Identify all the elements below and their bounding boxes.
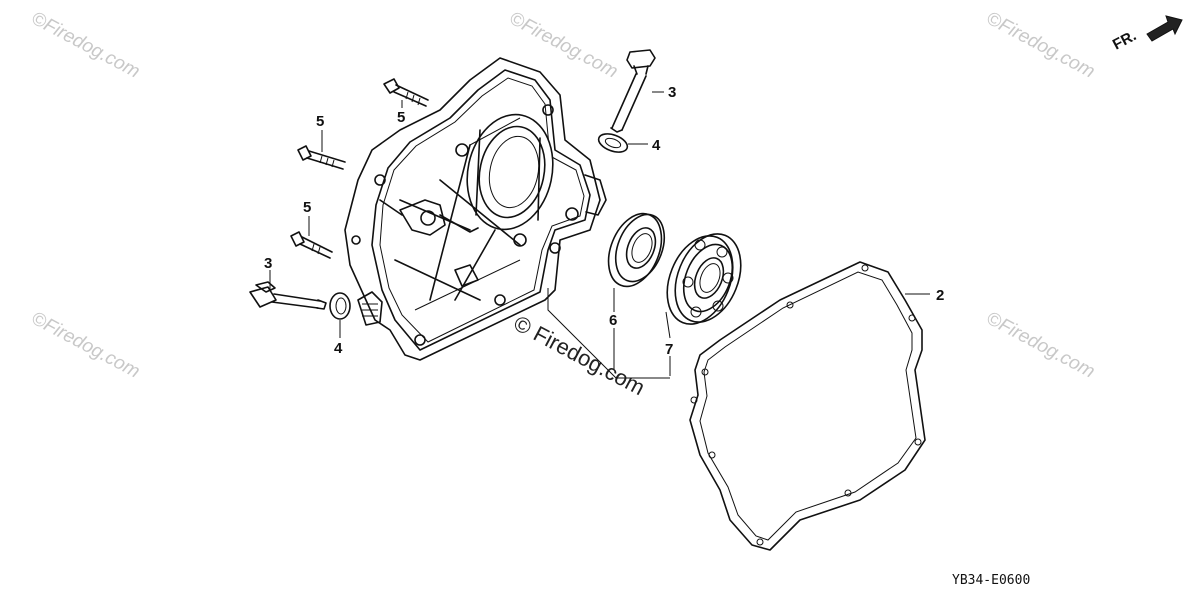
flange-bolt	[297, 145, 346, 170]
oil-level-plug	[610, 49, 656, 133]
callout-5: 5	[397, 109, 405, 126]
callout-3: 3	[264, 255, 272, 272]
callout-4: 4	[652, 137, 661, 154]
callout-5: 5	[316, 113, 324, 130]
center-watermark: © Firedog.com	[510, 310, 649, 400]
flange-bolt	[290, 231, 333, 259]
crankcase-cover	[344, 57, 607, 361]
diagram-code: YB34-E0600	[952, 573, 1030, 588]
direction-arrow-icon	[1146, 15, 1183, 42]
callout-7: 7	[665, 341, 673, 358]
watermark: ©Firedog.com	[28, 8, 143, 83]
leader-lines	[269, 91, 930, 379]
sealing-washer	[597, 133, 629, 153]
oil-seal	[607, 212, 666, 288]
direction-label: FR.	[1110, 27, 1139, 53]
callout-6: 6	[609, 312, 617, 329]
front-direction-indicator: FR.	[1110, 15, 1183, 54]
callout-2: 2	[936, 287, 944, 304]
flange-bolt	[383, 78, 429, 107]
case-cover-gasket	[689, 261, 926, 551]
watermark: ©Firedog.com	[28, 308, 143, 383]
watermark: ©Firedog.com	[983, 308, 1098, 383]
oil-drain-plug	[249, 281, 327, 310]
callouts: 2 3 3 4 4 5 5 5 6 7	[264, 84, 944, 358]
watermark: ©Firedog.com	[983, 8, 1098, 83]
callout-5: 5	[303, 199, 311, 216]
ball-bearing	[666, 233, 742, 325]
callout-3: 3	[668, 84, 676, 101]
sealing-washer	[329, 292, 351, 320]
callout-4: 4	[334, 340, 343, 357]
